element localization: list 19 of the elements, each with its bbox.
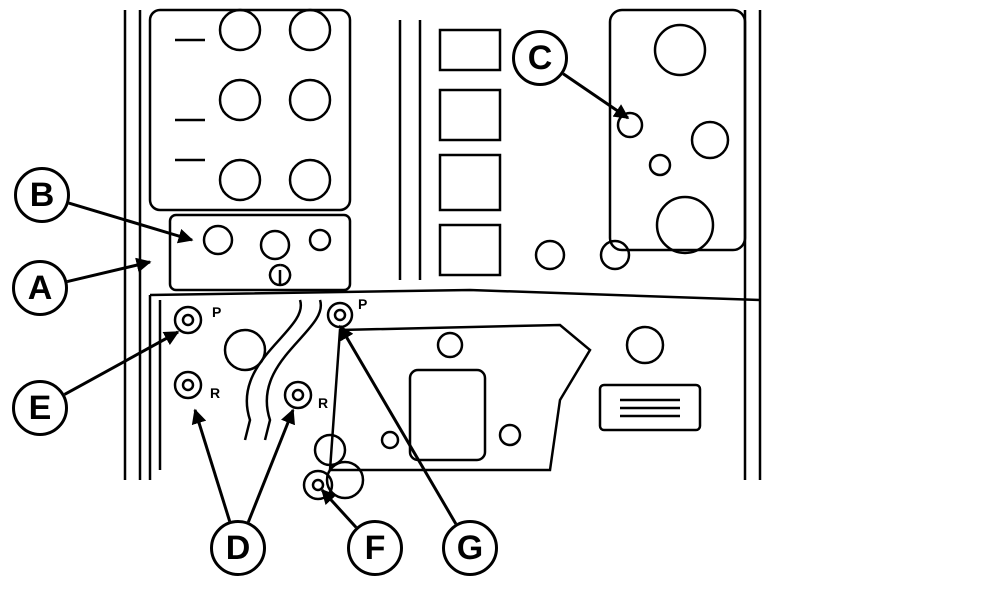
leader-arrow <box>562 72 630 120</box>
leader-arrow <box>66 258 152 284</box>
port-label: R <box>210 386 220 400</box>
leader-arrow <box>64 330 180 396</box>
leader-arrow <box>246 408 295 523</box>
callout-letter: D <box>210 520 266 576</box>
port-label: P <box>212 305 222 319</box>
leader-arrow <box>320 488 358 528</box>
leader-arrow <box>192 408 232 522</box>
port-label: P <box>358 297 368 311</box>
callout-letter: F <box>347 520 403 576</box>
callout-letter: C <box>512 30 568 86</box>
leader-arrow <box>68 202 194 244</box>
callout-letter: G <box>442 520 498 576</box>
callout-letter: E <box>12 380 68 436</box>
leader-arrow <box>338 324 458 525</box>
port-label: R <box>318 396 328 410</box>
callout-letter: B <box>14 167 70 223</box>
callout-letter: A <box>12 260 68 316</box>
